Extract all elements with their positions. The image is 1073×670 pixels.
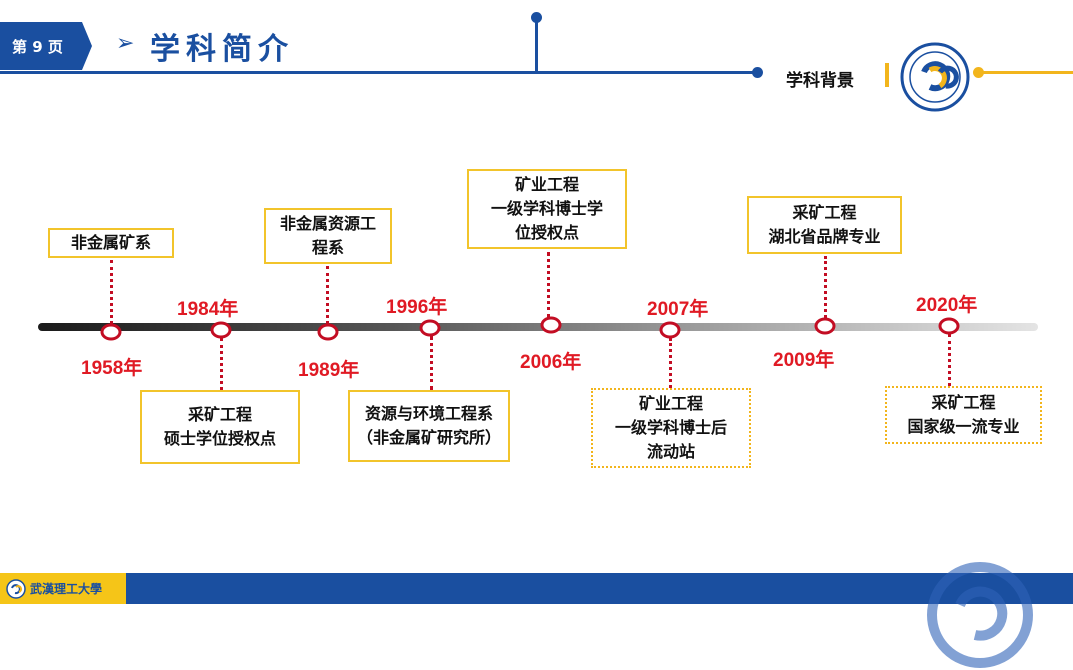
whut-logo-icon xyxy=(6,578,26,599)
year-label-2020: 2020年 xyxy=(916,295,978,316)
event-box-1996: 资源与环境工程系 （非金属矿研究所） xyxy=(348,390,510,462)
event-connector-2007 xyxy=(669,338,672,388)
timeline-node-2009 xyxy=(814,317,836,335)
year-label-2007: 2007年 xyxy=(647,299,709,320)
footer-watermark-logo-icon xyxy=(927,562,1033,668)
year-label-1989: 1989年 xyxy=(298,360,360,381)
section-label: 学科背景 xyxy=(786,71,854,91)
event-text: 湖北省品牌专业 xyxy=(768,227,881,246)
event-text: 采矿工程 xyxy=(792,203,857,222)
timeline-node-1984 xyxy=(210,321,232,339)
page-number-label: 第 9 页 xyxy=(12,37,63,56)
year-label-2009: 2009年 xyxy=(773,350,835,371)
event-text: 矿业工程 xyxy=(514,175,579,194)
header-vertical-dot xyxy=(531,12,542,23)
timeline-node-1996 xyxy=(419,319,441,337)
header-underline xyxy=(0,71,762,74)
event-text: （非金属矿研究所） xyxy=(356,428,501,447)
event-connector-1984 xyxy=(220,338,223,390)
gold-separator xyxy=(885,63,889,87)
event-text: 资源与环境工程系 xyxy=(364,404,493,423)
event-text: 位授权点 xyxy=(514,223,579,242)
year-label-1984: 1984年 xyxy=(177,299,239,320)
event-box-1989: 非金属资源工 程系 xyxy=(264,208,392,264)
event-connector-2020 xyxy=(948,334,951,386)
event-box-1984: 采矿工程 硕士学位授权点 xyxy=(140,390,300,464)
event-box-2006: 矿业工程 一级学科博士学 位授权点 xyxy=(467,169,627,249)
event-connector-2006 xyxy=(547,252,550,318)
event-connector-2009 xyxy=(824,256,827,318)
event-connector-1989 xyxy=(326,266,329,324)
event-text: 非金属资源工 xyxy=(279,214,376,233)
timeline-node-2006 xyxy=(540,316,562,334)
event-box-1958: 非金属矿系 xyxy=(48,228,174,258)
university-seal-icon xyxy=(900,42,970,112)
timeline-axis xyxy=(38,323,1038,331)
event-text: 一级学科博士学 xyxy=(490,199,603,218)
timeline-node-2007 xyxy=(659,321,681,339)
event-text: 一级学科博士后 xyxy=(614,418,727,437)
page-number-tab: 第 9 页 xyxy=(0,22,92,70)
footer-logo: 武漢理工大學 xyxy=(0,573,126,604)
event-text: 非金属矿系 xyxy=(70,233,151,252)
timeline-node-1989 xyxy=(317,323,339,341)
event-text: 采矿工程 xyxy=(931,393,996,412)
timeline-node-2020 xyxy=(938,317,960,335)
header-vertical-divider xyxy=(535,17,538,73)
gold-line xyxy=(982,71,1073,74)
event-text: 流动站 xyxy=(646,442,695,461)
event-connector-1996 xyxy=(430,336,433,390)
gold-line-dot xyxy=(973,67,984,78)
footer-bar xyxy=(0,573,1073,604)
event-text: 矿业工程 xyxy=(638,394,703,413)
event-connector-1958 xyxy=(110,260,113,324)
event-text: 程系 xyxy=(311,238,344,257)
page-title: 学科简介 xyxy=(150,32,294,67)
year-label-1958: 1958年 xyxy=(81,358,143,379)
title-arrow-icon: ➢ xyxy=(116,31,135,56)
year-label-1996: 1996年 xyxy=(386,297,448,318)
event-text: 国家级一流专业 xyxy=(907,417,1020,436)
event-text: 采矿工程 xyxy=(187,405,252,424)
event-text: 硕士学位授权点 xyxy=(163,429,276,448)
timeline-node-1958 xyxy=(100,323,122,341)
year-label-2006: 2006年 xyxy=(520,352,582,373)
header-line-dot xyxy=(752,67,763,78)
event-box-2007: 矿业工程 一级学科博士后 流动站 xyxy=(591,388,751,468)
event-box-2020: 采矿工程 国家级一流专业 xyxy=(885,386,1042,444)
university-name: 武漢理工大學 xyxy=(30,582,103,596)
event-box-2009: 采矿工程 湖北省品牌专业 xyxy=(747,196,902,254)
